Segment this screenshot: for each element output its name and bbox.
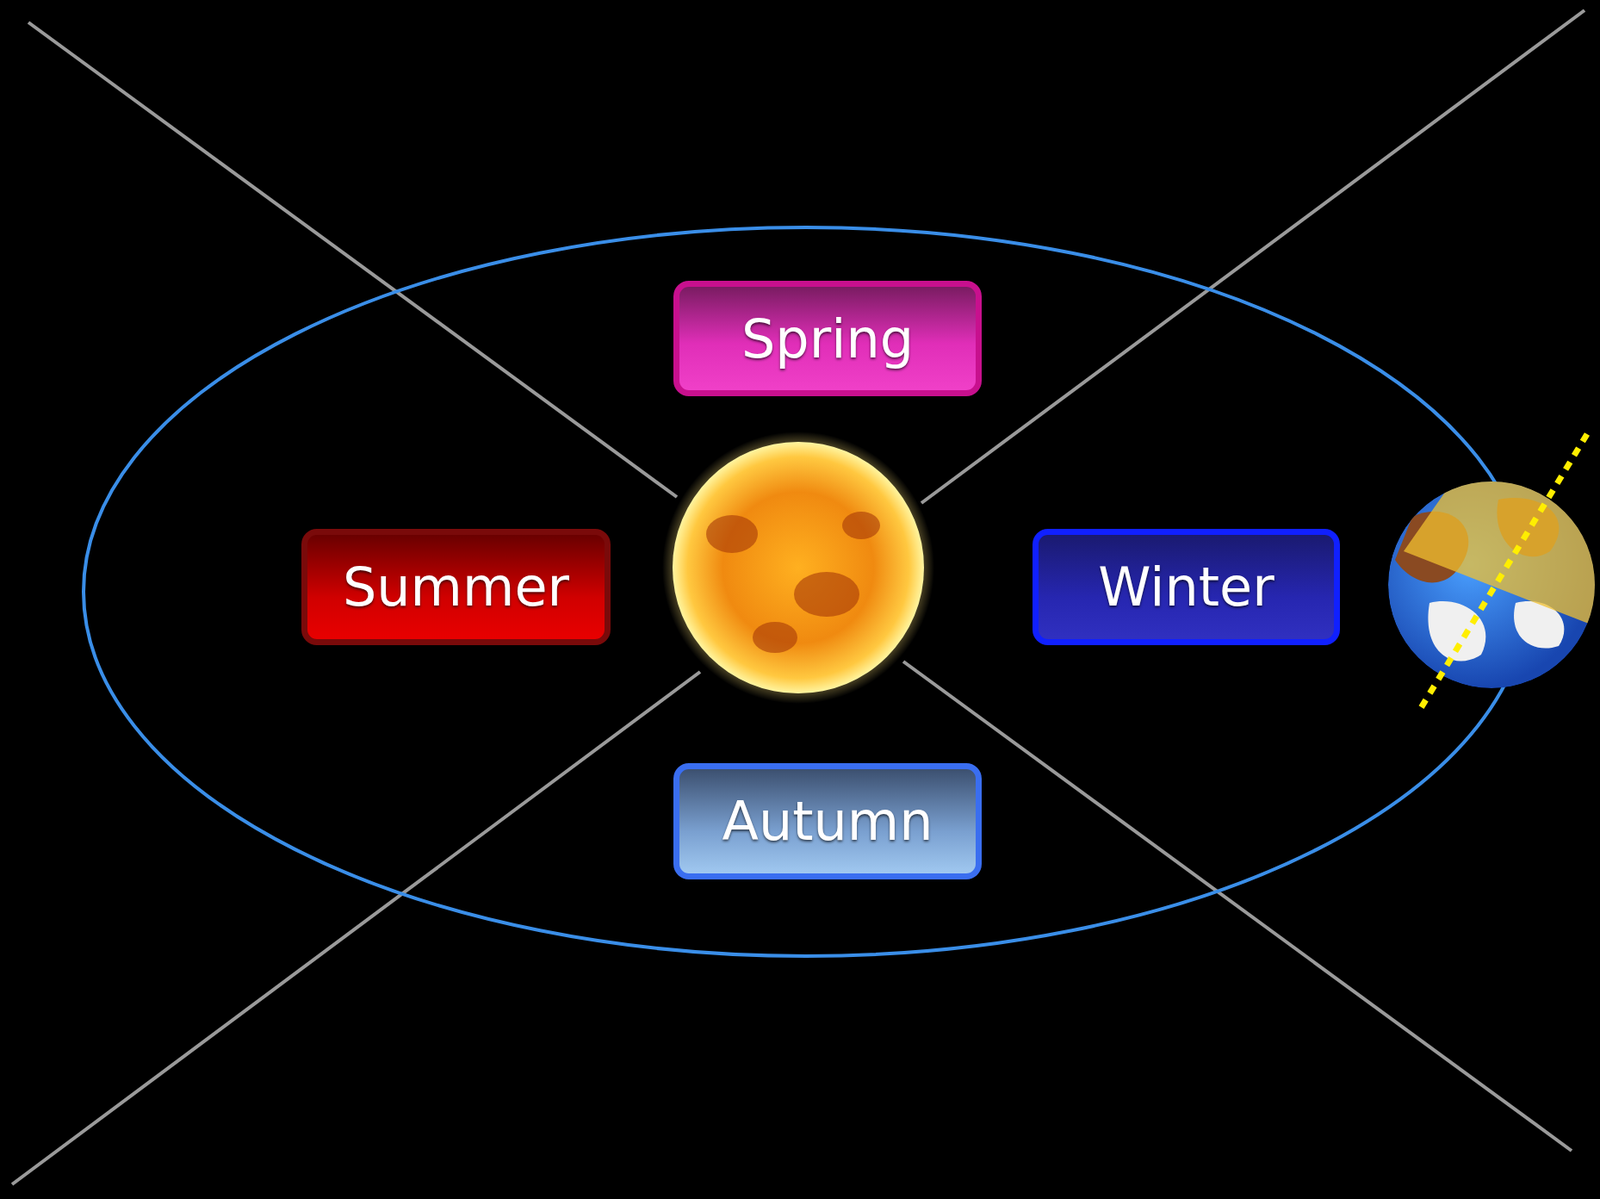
grid-line [28,22,677,497]
season-box: Summer [301,528,611,645]
grid-line [12,671,701,1185]
earth [1388,465,1600,689]
season-label: Autumn [721,789,933,853]
season-box: Spring [673,280,982,397]
season-box: Winter [1032,528,1340,645]
season-label: Winter [1097,555,1274,619]
sun-glow [662,431,935,704]
sun-spots [706,511,881,653]
sun [672,441,925,694]
orbit-ellipse [83,227,1529,956]
season-label: Summer [342,555,570,619]
earth-axis [1418,434,1588,713]
season-box: Autumn [673,762,982,880]
grid-line [921,10,1585,503]
season-label: Spring [741,307,914,371]
